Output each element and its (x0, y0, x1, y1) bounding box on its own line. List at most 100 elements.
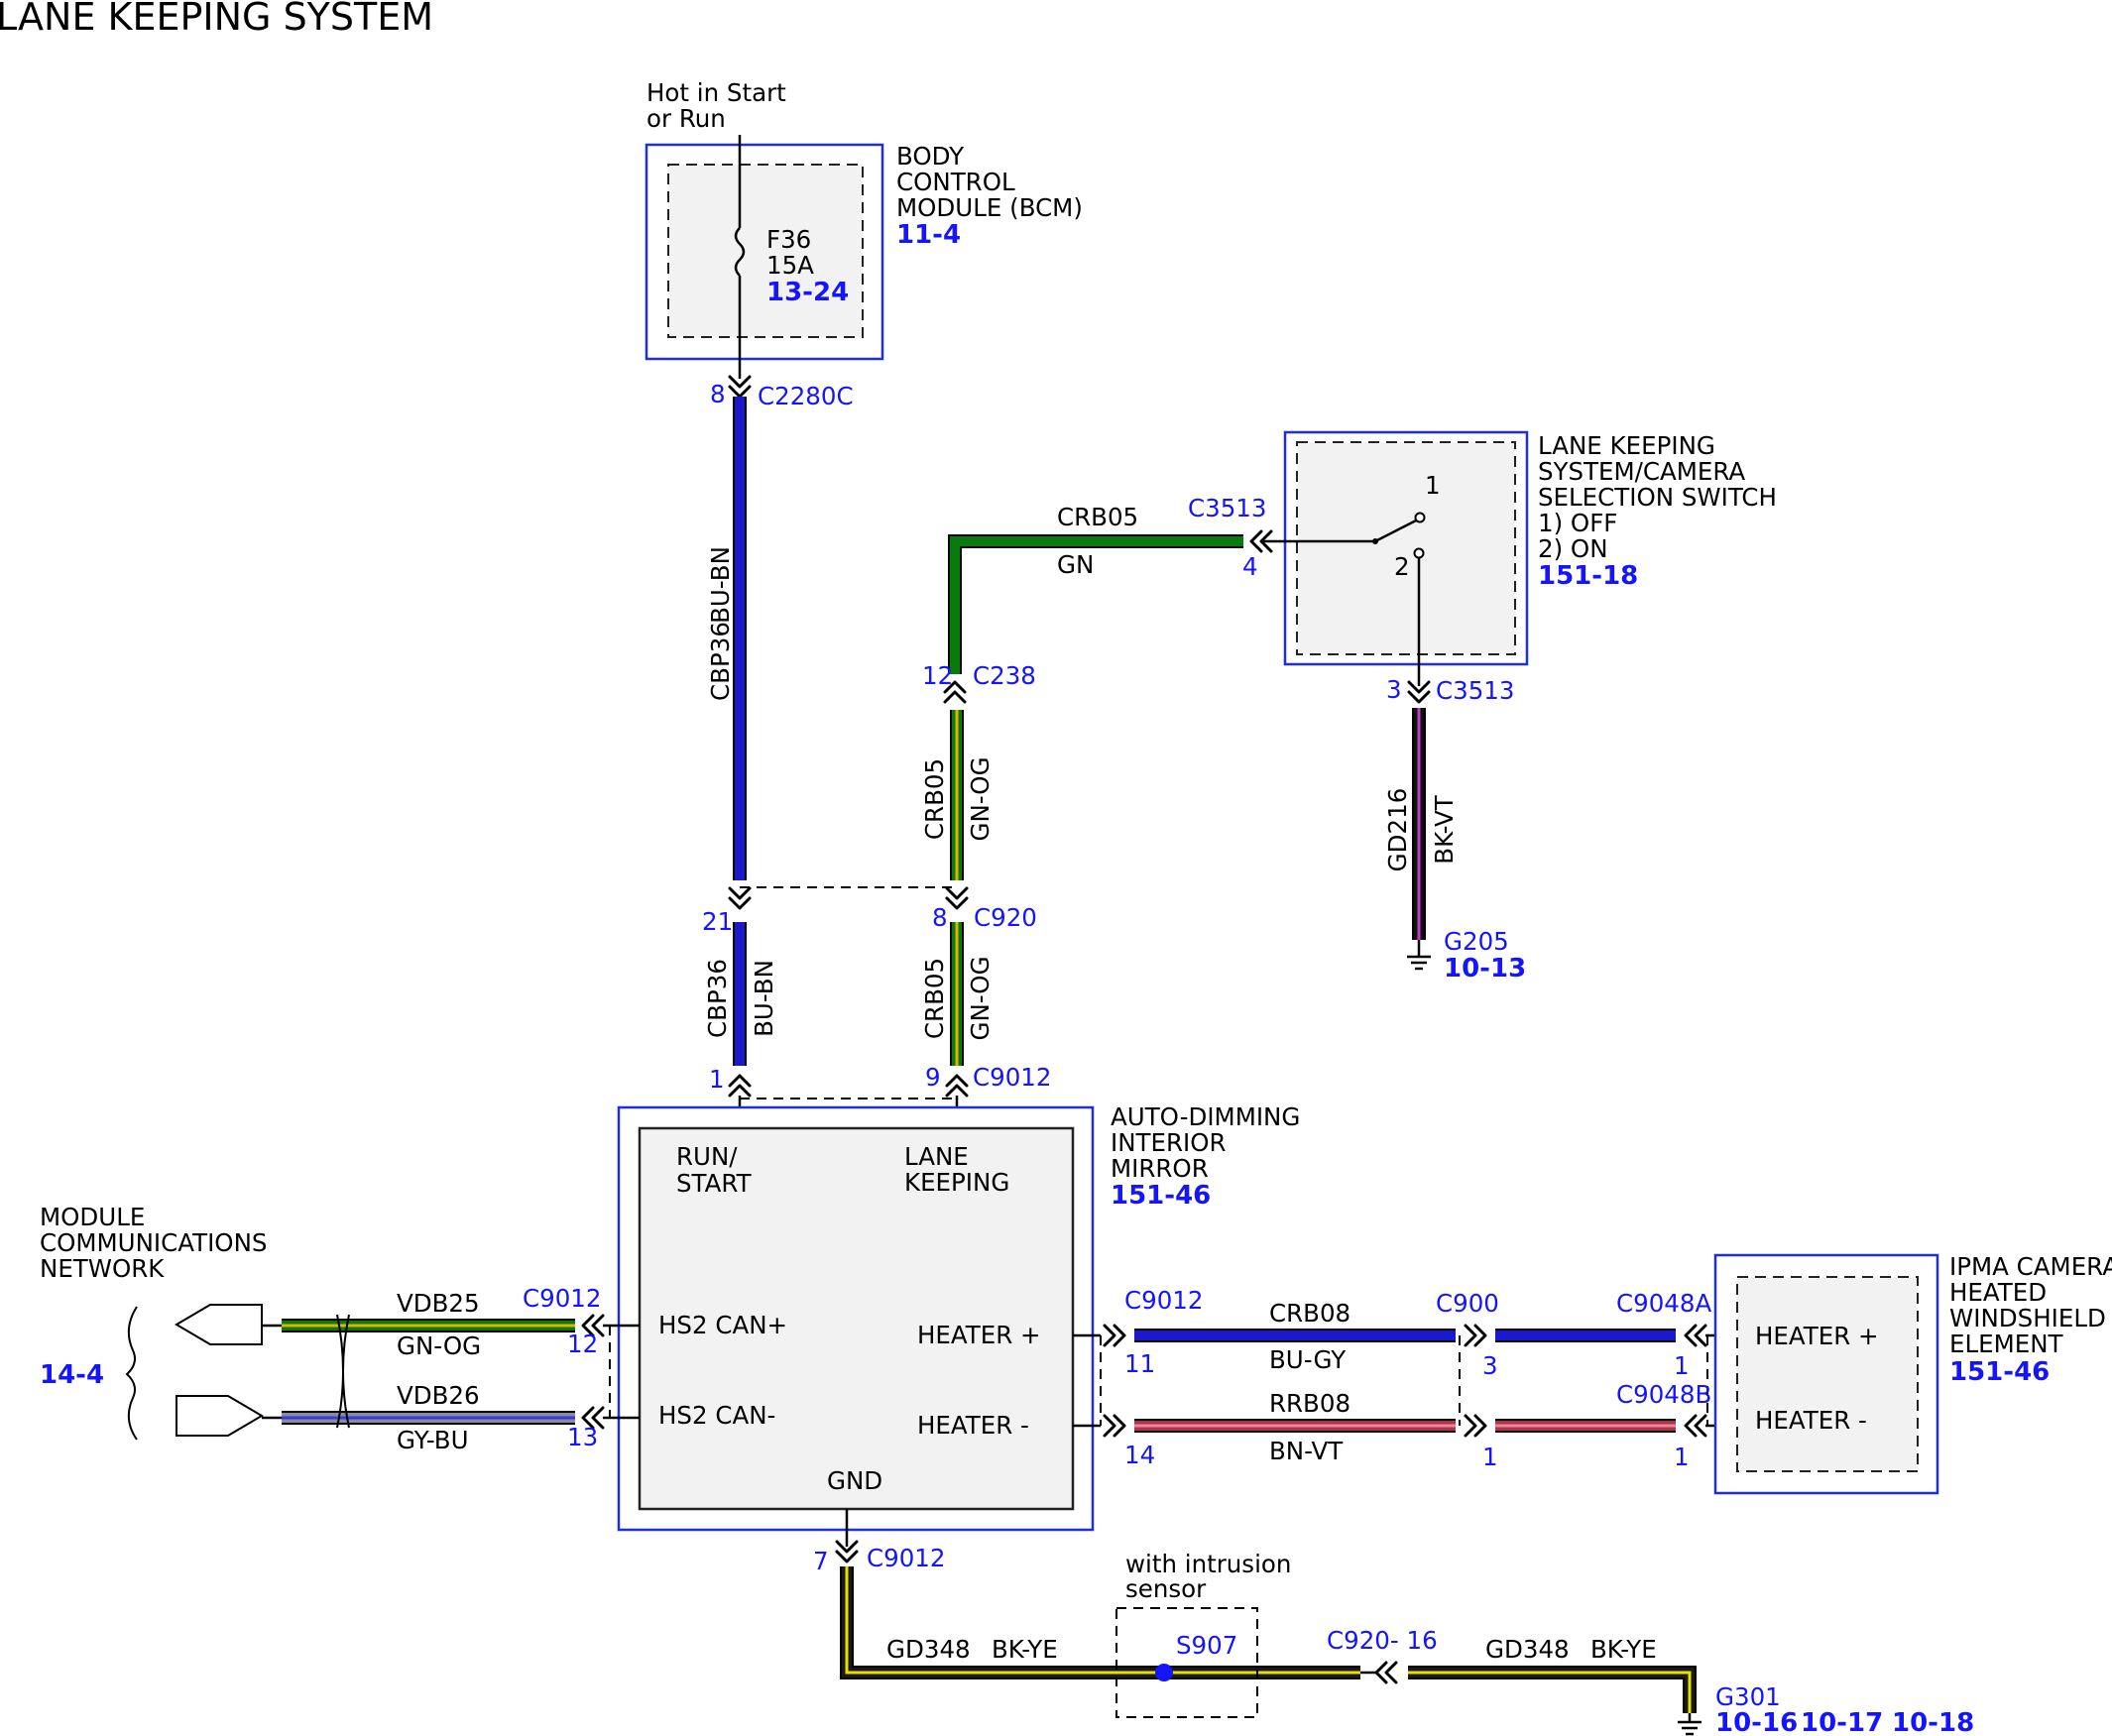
bcm-ref-link[interactable]: 11-4 (896, 220, 961, 250)
connector-c920-crb05-icon-b (945, 896, 969, 910)
wire-crb05-lower-id: CRB05 (920, 958, 949, 1039)
connector-c9012-pin14-icon (1103, 1414, 1116, 1438)
connector-c920-crb05-icon (945, 886, 969, 900)
connector-c920-label: C920 (974, 903, 1037, 932)
switch-pos-1: 1 (1425, 471, 1441, 500)
connector-c3513-pin4-icon-b (1249, 529, 1263, 553)
connector-c900-pin1-icon (1464, 1414, 1477, 1438)
connector-c9048b-icon-b (1694, 1414, 1707, 1438)
connector-c9012-pin11-icon-b (1113, 1324, 1126, 1347)
connector-c900-pin3-icon-b (1473, 1324, 1487, 1347)
ipma-label-3: WINDSHIELD (1949, 1304, 2106, 1332)
ipma-label-4: ELEMENT (1949, 1330, 2064, 1358)
ground-g205-ref-link[interactable]: 10-13 (1444, 954, 1526, 984)
connector-c3513-bottom-label: C3513 (1436, 676, 1514, 705)
switch-contact-1-icon (1414, 512, 1426, 523)
pin-c9012-7: 7 (813, 1547, 829, 1575)
connector-c9048a-icon (1684, 1324, 1698, 1347)
fuse-ref-link[interactable]: 13-24 (766, 278, 849, 307)
connector-c3513-top-label: C3513 (1188, 494, 1266, 522)
splice-s907-icon (1155, 1664, 1173, 1681)
switch-ref-link[interactable]: 151-18 (1538, 561, 1638, 591)
ground-g205-icon (1407, 940, 1431, 971)
wire-gd348-right-stripe (1408, 1671, 1692, 1713)
pin-c3513-3: 3 (1386, 675, 1402, 704)
switch-contact-2-icon (1413, 547, 1425, 559)
wire-crb08-id: CRB08 (1269, 1299, 1350, 1328)
connector-c9012-right-label: C9012 (1124, 1286, 1203, 1315)
connector-c9048b-icon (1684, 1414, 1698, 1438)
pin-c3513-4: 4 (1242, 552, 1258, 581)
connector-c900-label: C900 (1436, 1289, 1499, 1318)
lane-keeping-switch-box[interactable] (1283, 430, 1529, 666)
wire-gd348-left-color: BK-YE (992, 1635, 1058, 1664)
wire-vdb25-id: VDB25 (397, 1289, 480, 1318)
pin-c9012-12: 12 (567, 1330, 598, 1358)
connector-c9012-left-label: C9012 (523, 1284, 601, 1313)
mirror-gnd-label: GND (827, 1466, 882, 1495)
network-label-2: COMMUNICATIONS (40, 1228, 267, 1257)
auto-dimming-mirror-box[interactable] (617, 1105, 1095, 1532)
ipma-heater-box[interactable] (1713, 1253, 1939, 1495)
bcm-box[interactable] (645, 143, 884, 361)
wire-rrb08-id: RRB08 (1269, 1389, 1350, 1418)
pin-c920-21: 21 (702, 907, 733, 936)
pin-c9012-14: 14 (1124, 1441, 1155, 1469)
network-plus-connector-icon[interactable] (175, 1304, 263, 1345)
connector-c2280c-label: C2280C (758, 382, 854, 410)
ground-g301-ref-3[interactable]: 10-18 (1892, 1708, 1974, 1736)
connector-c2280c-icon-b (728, 385, 752, 399)
pin-c9012-11: 11 (1124, 1349, 1155, 1378)
connector-c9012-pin11-icon (1103, 1324, 1116, 1347)
mirror-can-minus-label: HS2 CAN- (658, 1401, 775, 1430)
switch-label-4: 1) OFF (1538, 509, 1617, 537)
pin-c9048a-1: 1 (1674, 1351, 1690, 1380)
fuse-id: F36 (766, 225, 811, 254)
connector-c9012-top-label: C9012 (973, 1063, 1051, 1092)
mirror-label-2: INTERIOR (1111, 1128, 1227, 1157)
ground-g205-label: G205 (1444, 927, 1509, 956)
wire-crb05-lower-gnog: GN-OG (966, 956, 995, 1040)
wire-gd348-left-stripe (845, 1566, 1360, 1675)
mirror-ref-link[interactable]: 151-46 (1111, 1181, 1211, 1211)
splice-note-1: with intrusion (1125, 1550, 1291, 1578)
wire-cbp36-lower-bubn: BU-BN (750, 960, 778, 1037)
wire-crb05-gn[interactable] (950, 536, 1243, 674)
pin-c900-3: 3 (1482, 1351, 1498, 1380)
wire-gd216-id: GD216 (1383, 788, 1412, 872)
diagram-title: LANE KEEPING SYSTEM (0, 0, 433, 39)
connector-c9012-pin13-icon-b (591, 1406, 605, 1430)
ipma-heater-minus-label: HEATER - (1755, 1406, 1867, 1435)
wire-gd348-left-id: GD348 (886, 1635, 971, 1664)
network-minus-connector-icon[interactable] (176, 1395, 264, 1437)
switch-label-2: SYSTEM/CAMERA (1538, 457, 1745, 486)
wire-vdb26-color: GY-BU (397, 1426, 469, 1454)
wire-cbp36-upper-bubn: BU-BN (706, 546, 735, 624)
pin-c9048b-1: 1 (1674, 1443, 1690, 1471)
ipma-heater-plus-label: HEATER + (1755, 1322, 1879, 1350)
wire-crb05-upper-id: CRB05 (920, 758, 949, 840)
ipma-ref-link[interactable]: 151-46 (1949, 1357, 2050, 1387)
network-brace-icon (125, 1306, 138, 1441)
wire-crb05-color: GN (1057, 550, 1094, 579)
pin-c900-1: 1 (1482, 1443, 1498, 1471)
mirror-run-label-1: RUN/ (676, 1142, 738, 1171)
connector-c920-cbp36-icon-b (728, 896, 752, 910)
ground-g301-ref-1[interactable]: 10-16 (1715, 1708, 1798, 1736)
connector-c238-label: C238 (973, 661, 1036, 690)
wire-rrb08-color: BN-VT (1269, 1437, 1344, 1465)
network-ref-link[interactable]: 14-4 (40, 1360, 104, 1390)
mirror-lk-label-1: LANE (904, 1142, 969, 1171)
connector-c900-pin1-icon-b (1473, 1414, 1487, 1438)
switch-label-5: 2) ON (1538, 534, 1608, 563)
wire-gd216-color: BK-VT (1430, 794, 1459, 864)
bcm-label-1: BODY (896, 142, 965, 171)
network-label-3: NETWORK (40, 1254, 165, 1283)
ground-g301-ref-2[interactable]: 10-17 (1801, 1708, 1883, 1736)
connector-c9012-pin12-icon (581, 1314, 595, 1337)
connector-c3513-pin4-icon (1259, 529, 1273, 553)
mirror-label-1: AUTO-DIMMING (1111, 1102, 1300, 1131)
bcm-label-3: MODULE (BCM) (896, 193, 1083, 222)
power-note-line1: Hot in Start (646, 78, 786, 107)
wire-gd348-right-border (1408, 1666, 1697, 1713)
